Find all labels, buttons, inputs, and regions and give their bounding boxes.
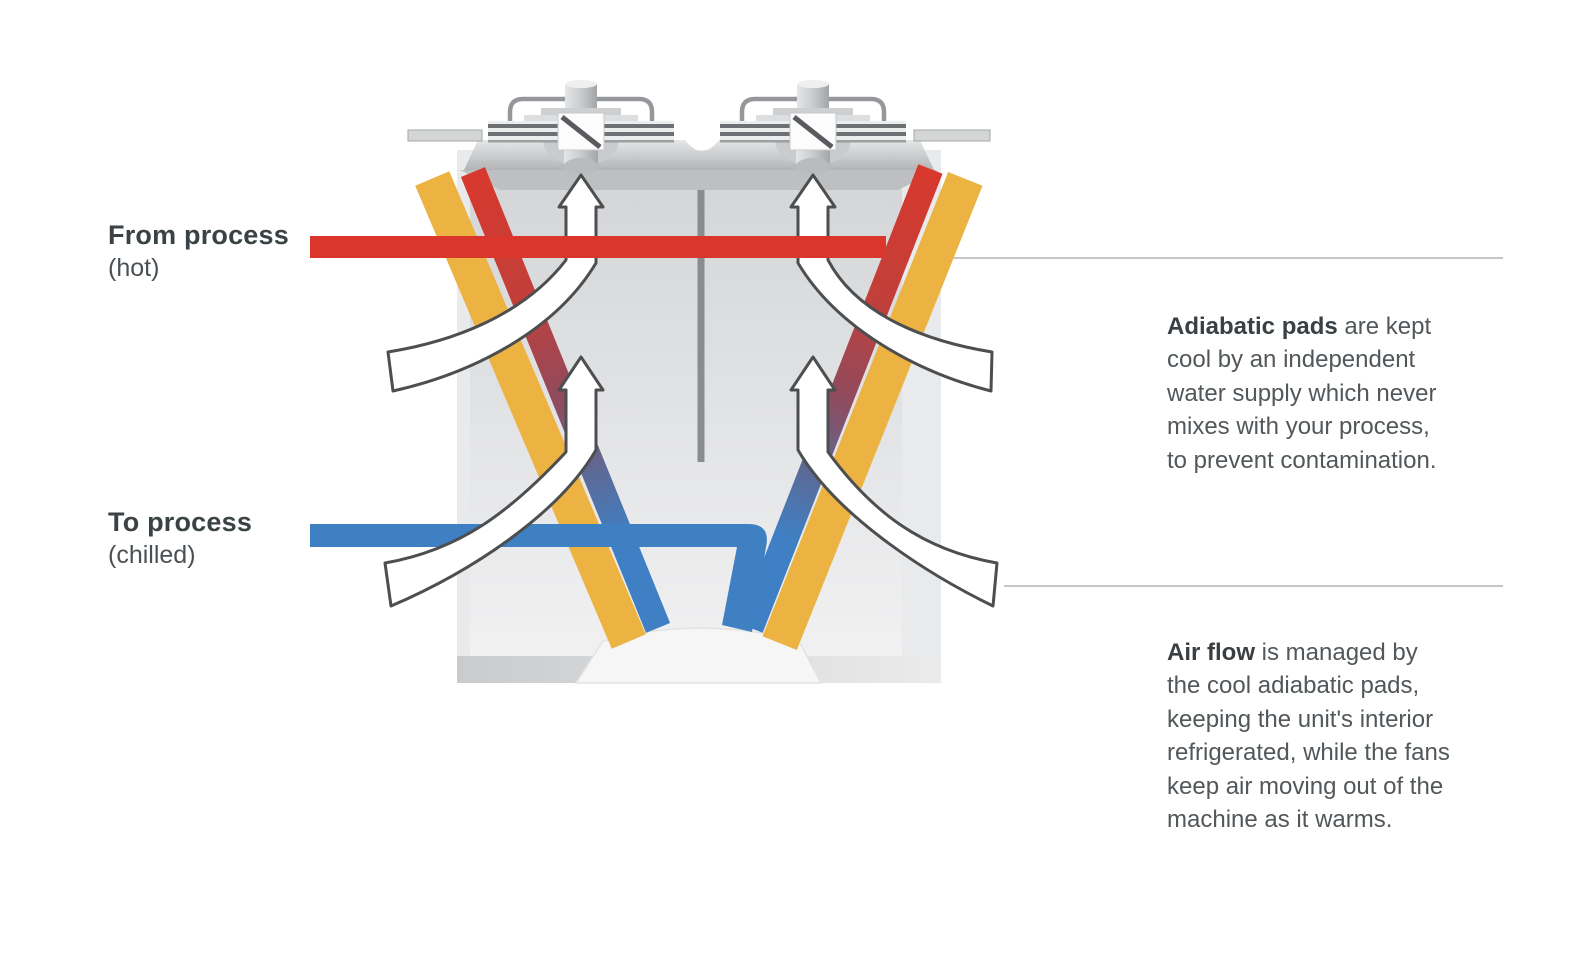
hot-pipe: [310, 236, 886, 258]
chilled-pipe: [310, 524, 767, 632]
adiabatic-pad-right: [762, 172, 983, 650]
to-process-title: To process: [108, 507, 253, 537]
fan-motor-cap: [796, 158, 830, 174]
center-divider: [697, 180, 705, 462]
to-process-subtitle: (chilled): [108, 541, 196, 569]
fan-step-small: [773, 108, 853, 115]
fan-blade: [792, 115, 834, 149]
from-process-subtitle: (hot): [108, 254, 160, 282]
temperature-gradient-bar-right: [738, 164, 943, 633]
airflow-arrows: [383, 173, 999, 608]
fan-right: [720, 80, 906, 174]
air-flow-annotation-lead: Air flow: [1167, 638, 1255, 666]
tray-lip-left: [407, 129, 483, 142]
airflow-arrow-lower-left: [383, 355, 605, 608]
fan-motor-cap: [564, 158, 598, 174]
airflow-arrow-upper-left: [386, 173, 605, 393]
fan-left: [488, 80, 674, 174]
air-flow-annotation: Air flow is managed by the cool adiabati…: [1167, 602, 1497, 837]
adiabatic-pads-annotation-body: are kept cool by an independent water su…: [1167, 312, 1437, 474]
to-process-label: To process (chilled): [108, 506, 252, 570]
adiabatic-pads-annotation: Adiabatic pads are kept cool by an indep…: [1167, 276, 1497, 477]
fan-deck: [407, 80, 991, 190]
from-process-label: From process (hot): [108, 219, 289, 283]
fan-hub-top: [797, 80, 829, 88]
adiabatic-pads-annotation-lead: Adiabatic pads: [1167, 312, 1338, 340]
from-process-title: From process: [108, 220, 289, 250]
airflow-arrow-upper-right: [789, 173, 994, 393]
fan-blade: [560, 115, 602, 149]
fan-hub-top: [565, 80, 597, 88]
air-flow-annotation-body: is managed by the cool adiabatic pads, k…: [1167, 638, 1450, 834]
fan-step-small: [541, 108, 621, 115]
tray-lip-right: [913, 129, 991, 142]
tray-plate: [464, 140, 934, 170]
airflow-arrow-lower-right: [789, 355, 999, 608]
tray-shadow: [460, 170, 938, 190]
